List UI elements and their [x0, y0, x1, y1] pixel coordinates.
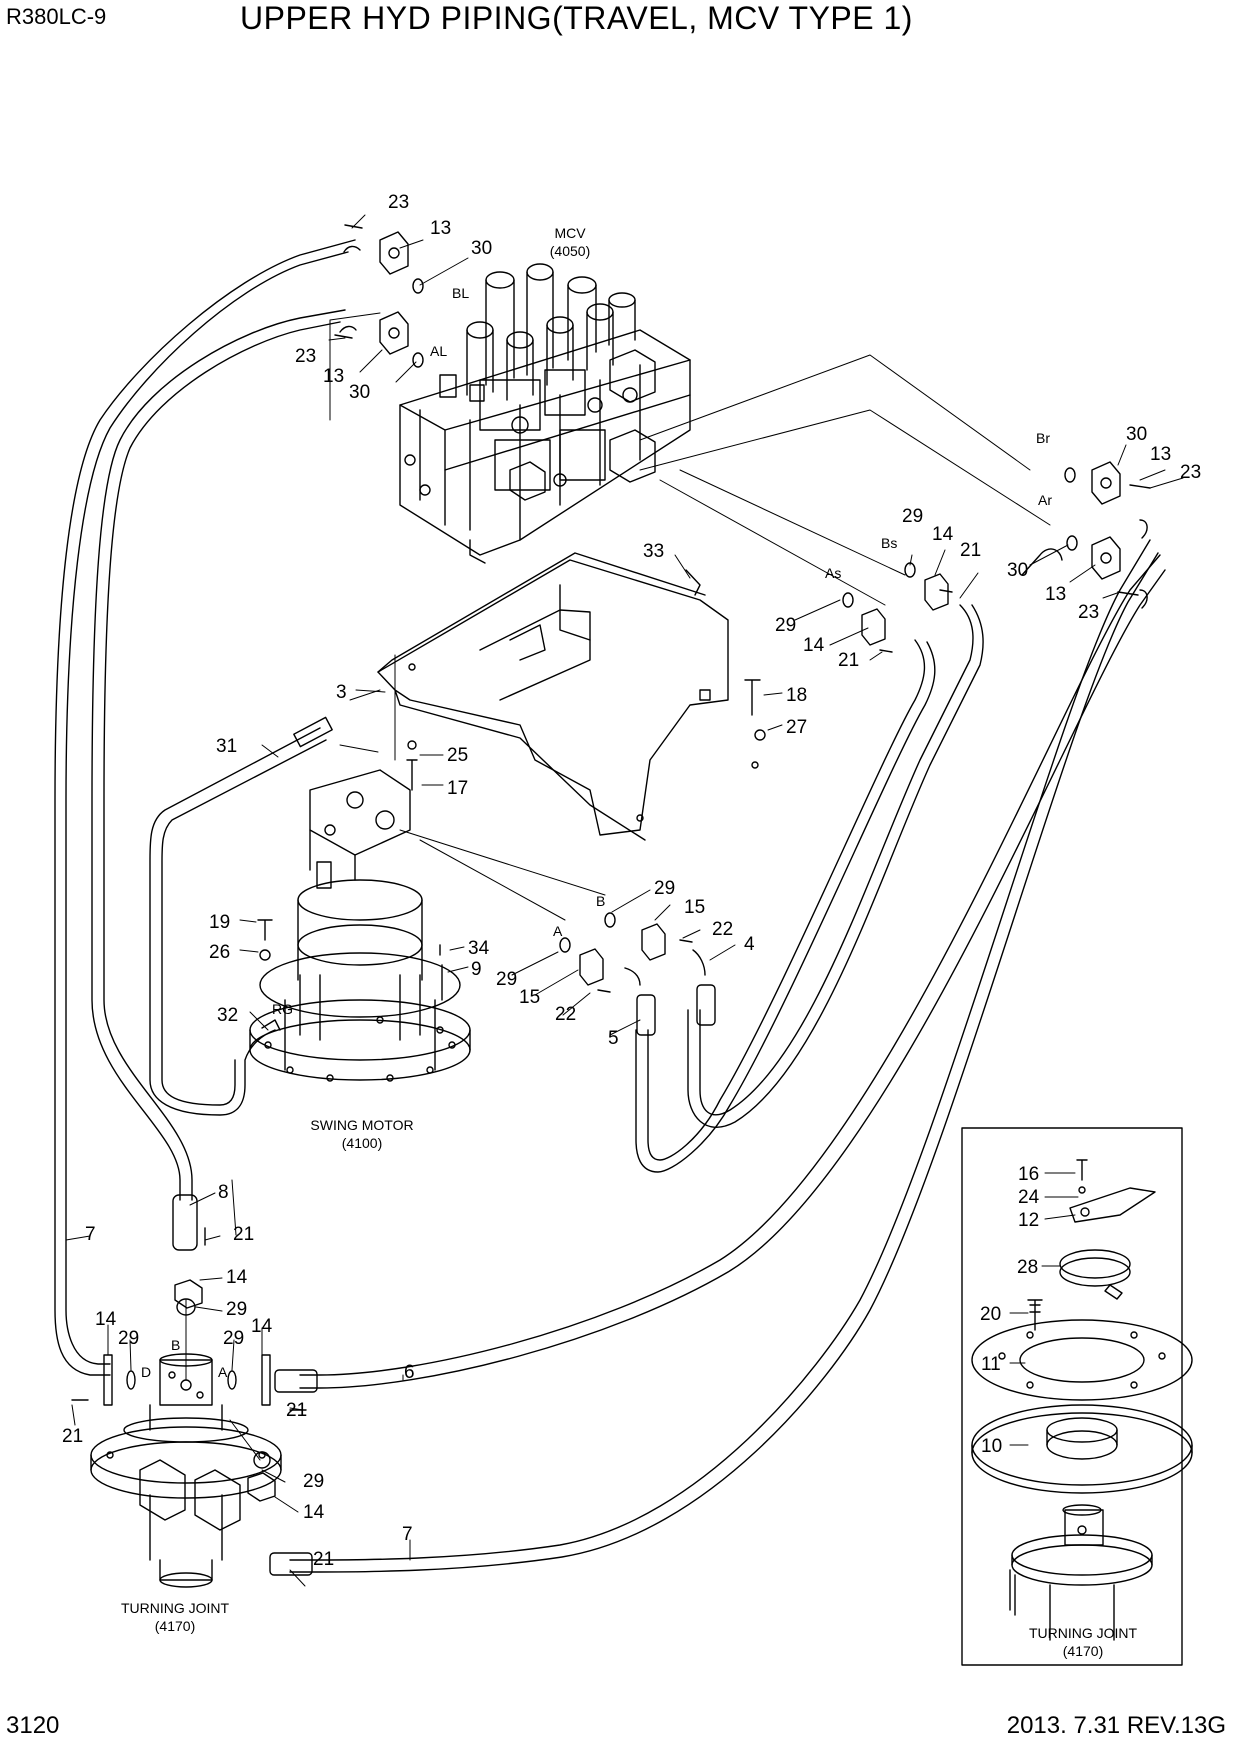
callout: 14 [932, 524, 954, 545]
fittings [71, 224, 1151, 1502]
callout: 16 [1018, 1164, 1039, 1185]
callout: 29 [496, 969, 517, 990]
callout: 6 [404, 1362, 415, 1383]
callout: 22 [712, 919, 733, 940]
callout: 24 [1018, 1187, 1040, 1208]
port-label: A [553, 923, 563, 939]
swing-motor [249, 769, 471, 1082]
callout: 15 [684, 897, 705, 918]
port-label: BL [452, 285, 469, 301]
callout: 13 [1150, 444, 1171, 465]
port-label: RG [272, 1001, 293, 1017]
mcv-name: MCV [554, 225, 586, 241]
turning-joint [90, 1353, 282, 1588]
mcv-valve-body [399, 263, 691, 564]
callout: 22 [555, 1004, 576, 1025]
port-labels: BL AL Br Ar As Bs A B RG D B A [141, 285, 1052, 1380]
callout: 34 [468, 938, 490, 959]
callout: 30 [1007, 560, 1028, 581]
callout: 33 [643, 541, 664, 562]
leader-lines [185, 312, 1051, 1461]
swing-motor-name: SWING MOTOR [310, 1117, 413, 1133]
callout: 30 [1126, 424, 1147, 445]
callout: 23 [295, 346, 316, 367]
port-label: Br [1036, 430, 1050, 446]
callout: 29 [902, 506, 923, 527]
callout: 29 [654, 878, 675, 899]
callout: 15 [519, 987, 540, 1008]
callout: 13 [430, 218, 451, 239]
callout: 30 [471, 238, 492, 259]
callout: 13 [1045, 584, 1066, 605]
callout: 17 [447, 778, 468, 799]
callout: 29 [775, 615, 796, 636]
callout: 14 [226, 1267, 248, 1288]
callout: 4 [744, 934, 755, 955]
callouts: 23 13 30 23 13 30 30 13 23 30 13 23 29 1… [62, 192, 1201, 1570]
callout: 14 [803, 635, 825, 656]
callout: 27 [786, 717, 807, 738]
callout: 20 [980, 1304, 1001, 1325]
model-number: R380LC-9 [6, 4, 107, 29]
callout: 7 [402, 1524, 413, 1545]
component-captions: MCV (4050) SWING MOTOR (4100) TURNING JO… [121, 225, 1138, 1659]
turning-joint-code: (4170) [155, 1618, 195, 1634]
callout: 13 [323, 366, 344, 387]
inset-detail [961, 1127, 1193, 1666]
callout: 21 [960, 540, 981, 561]
inset-turning-joint-name: TURNING JOINT [1029, 1625, 1138, 1641]
swing-motor-code: (4100) [342, 1135, 382, 1151]
port-label: AL [430, 343, 447, 359]
callout: 29 [118, 1328, 139, 1349]
callout: 18 [786, 685, 807, 706]
callout: 5 [608, 1028, 619, 1049]
callout: 31 [216, 736, 237, 757]
mcv-code: (4050) [550, 243, 590, 259]
page-number: 3120 [6, 1712, 60, 1739]
callout: 29 [223, 1328, 244, 1349]
callout: 10 [981, 1436, 1002, 1457]
callout: 25 [447, 745, 468, 766]
callout: 23 [1180, 462, 1201, 483]
callout: 28 [1017, 1257, 1038, 1278]
revision-date: 2013. 7.31 REV.13G [1006, 1712, 1226, 1739]
callout: 11 [981, 1354, 1001, 1375]
callout: 21 [286, 1400, 307, 1421]
inset-turning-joint-code: (4170) [1063, 1643, 1103, 1659]
callout: 26 [209, 942, 230, 963]
hose-lines [54, 239, 1166, 1576]
callout: 14 [303, 1502, 325, 1523]
callout: 8 [218, 1182, 229, 1203]
callout: 29 [226, 1299, 247, 1320]
port-label: B [171, 1337, 180, 1353]
callout: 21 [62, 1426, 83, 1447]
callout: 14 [95, 1309, 117, 1330]
port-label: A [218, 1364, 228, 1380]
callout: 19 [209, 912, 230, 933]
callout: 12 [1018, 1210, 1039, 1231]
callout: 21 [838, 650, 859, 671]
port-label: B [596, 893, 605, 909]
callout: 9 [471, 959, 482, 980]
callout: 32 [217, 1005, 238, 1026]
port-label: Bs [881, 535, 897, 551]
callout: 29 [303, 1471, 324, 1492]
callout: 3 [336, 682, 347, 703]
callout: 14 [251, 1316, 273, 1337]
port-label: Ar [1038, 492, 1052, 508]
page-title: UPPER HYD PIPING(TRAVEL, MCV TYPE 1) [240, 0, 913, 36]
callout: 21 [233, 1224, 254, 1245]
port-label: As [825, 565, 841, 581]
callout: 7 [85, 1224, 96, 1245]
callout: 30 [349, 382, 370, 403]
port-label: D [141, 1364, 151, 1380]
turning-joint-name: TURNING JOINT [121, 1600, 230, 1616]
callout: 23 [1078, 602, 1099, 623]
callout-leaders [65, 214, 1184, 1587]
callout: 21 [313, 1549, 334, 1570]
mounting-bracket [377, 552, 759, 841]
callout: 23 [388, 192, 409, 213]
